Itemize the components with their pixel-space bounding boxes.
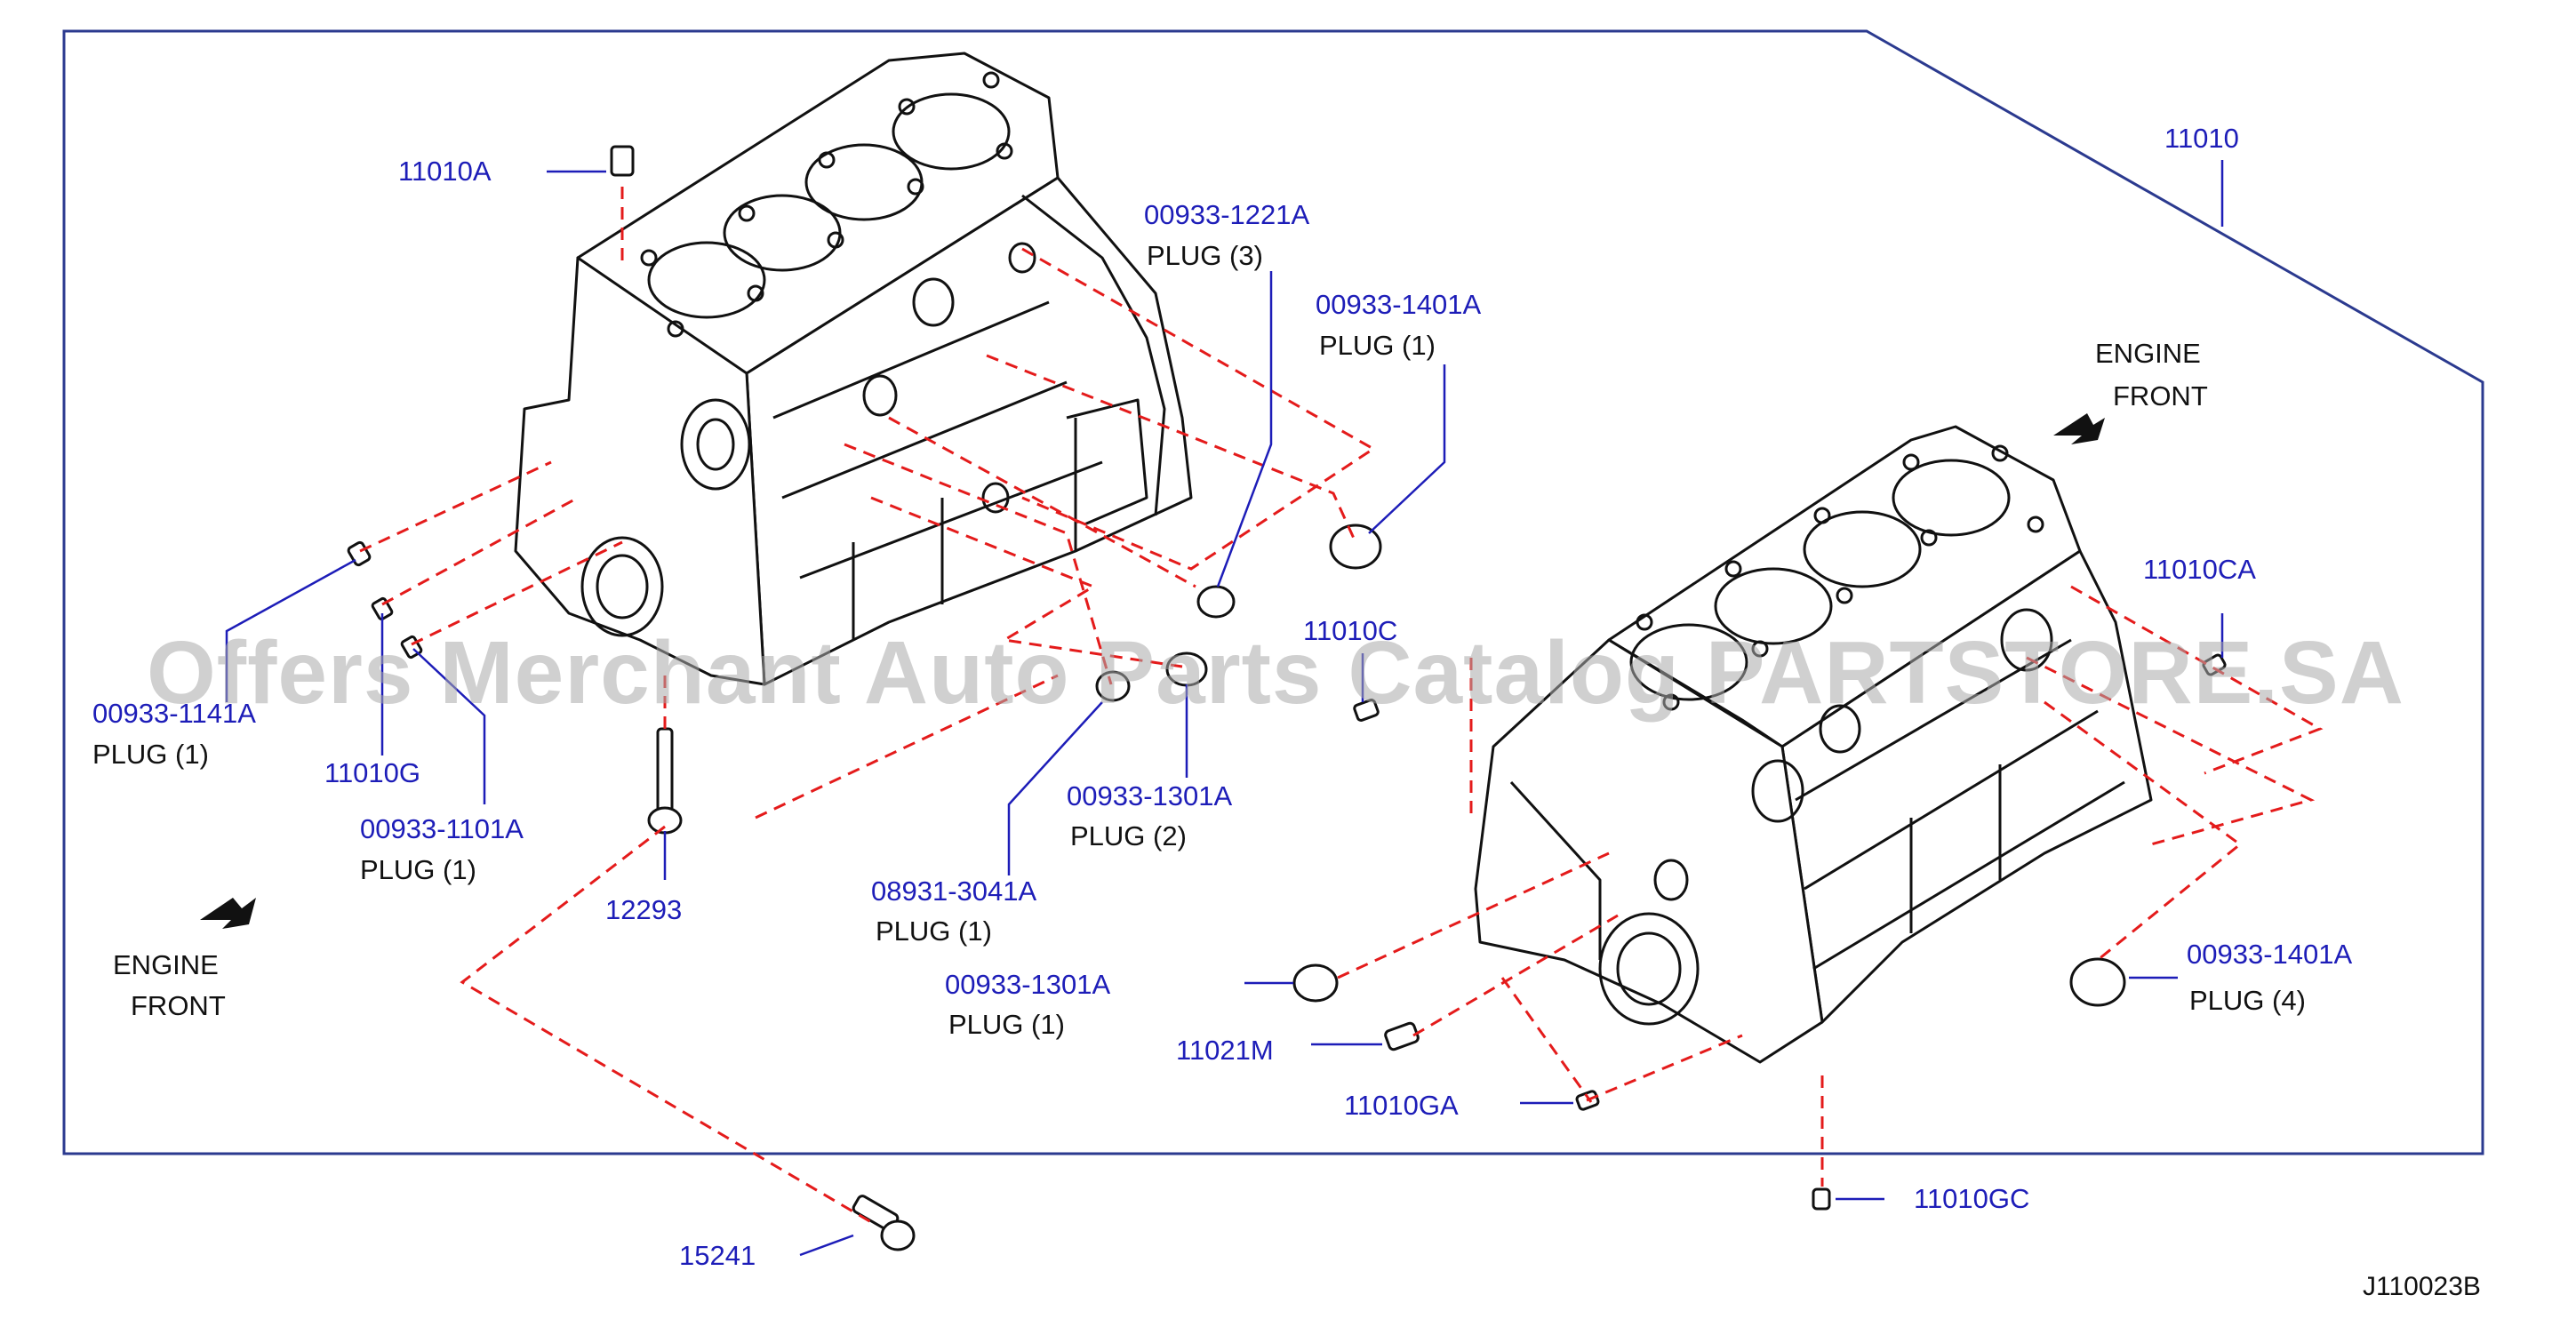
part-label-11010[interactable]: 11010	[2164, 123, 2239, 154]
bolt-15241-head	[880, 1219, 916, 1251]
part-label-00933-1221A[interactable]: 00933-1221A	[1144, 199, 1310, 230]
leader-lines	[225, 160, 2224, 1257]
plug-00933-1401A-right	[2069, 957, 2126, 1007]
part-label-00933-1301A-b[interactable]: 00933-1301A	[945, 969, 1111, 1000]
part-label-12293[interactable]: 12293	[605, 894, 683, 925]
dowel-11010A	[610, 145, 635, 177]
engine-front-left-line1: ENGINE	[113, 949, 219, 980]
engine-front-right-line2: FRONT	[2113, 380, 2208, 412]
part-label-00933-1101A[interactable]: 00933-1101A	[360, 813, 524, 844]
part-label-00933-1401A-top[interactable]: 00933-1401A	[1316, 289, 1482, 320]
engine-front-left-line2: FRONT	[131, 990, 226, 1021]
part-desc-00933-1301A-b: PLUG (1)	[948, 1009, 1065, 1040]
part-desc-00933-1401A-top: PLUG (1)	[1319, 330, 1436, 361]
small-parts	[347, 145, 2227, 1251]
right-engine-block	[1474, 425, 2153, 1064]
engine-front-right-line1: ENGINE	[2095, 338, 2201, 369]
plug-00933-1401A-top	[1329, 524, 1382, 570]
watermark: Offers Merchant Auto Parts Catalog PARTS…	[147, 623, 2404, 723]
plug-08931-3041A	[1095, 670, 1131, 702]
part-label-15241[interactable]: 15241	[679, 1240, 756, 1271]
part-label-11010G[interactable]: 11010G	[324, 757, 421, 788]
left-engine-block	[514, 52, 1193, 686]
plug-11010G	[371, 596, 394, 621]
part-label-11010GA[interactable]: 11010GA	[1344, 1090, 1459, 1121]
part-desc-00933-1221A: PLUG (3)	[1147, 240, 1263, 271]
part-label-11010C[interactable]: 11010C	[1303, 615, 1398, 646]
part-desc-00933-1101A: PLUG (1)	[360, 854, 476, 885]
part-label-11021M[interactable]: 11021M	[1176, 1035, 1274, 1066]
pin-11010GC	[1812, 1187, 1831, 1211]
part-label-11010GC[interactable]: 11010GC	[1914, 1183, 2030, 1214]
engine-front-arrow-right	[2053, 413, 2105, 444]
assembly-boundary	[62, 29, 2484, 1155]
part-label-11010A[interactable]: 11010A	[398, 156, 492, 187]
part-desc-00933-1301A-a: PLUG (2)	[1070, 820, 1187, 851]
diagram-code: J110023B	[2363, 1272, 2481, 1301]
guide-lines	[359, 187, 2324, 1224]
plug-00933-1301A-b	[1292, 963, 1339, 1003]
bolt-12293	[656, 727, 674, 815]
plug-00933-1221A	[1196, 585, 1236, 619]
part-label-11010CA[interactable]: 11010CA	[2143, 554, 2256, 585]
plug-11010C	[1353, 699, 1380, 722]
part-label-00933-1301A-a[interactable]: 00933-1301A	[1067, 780, 1233, 811]
part-desc-08931-3041A: PLUG (1)	[876, 915, 992, 947]
part-desc-00933-1141A: PLUG (1)	[92, 739, 209, 770]
pin-11021M	[1384, 1021, 1420, 1051]
part-label-00933-1401A-right[interactable]: 00933-1401A	[2187, 939, 2353, 970]
part-desc-00933-1401A-right: PLUG (4)	[2189, 985, 2306, 1016]
part-label-00933-1141A[interactable]: 00933-1141A	[92, 698, 256, 729]
bolt-12293-head	[647, 806, 683, 835]
part-label-08931-3041A[interactable]: 08931-3041A	[871, 875, 1037, 907]
engine-front-arrow-left	[200, 898, 256, 929]
